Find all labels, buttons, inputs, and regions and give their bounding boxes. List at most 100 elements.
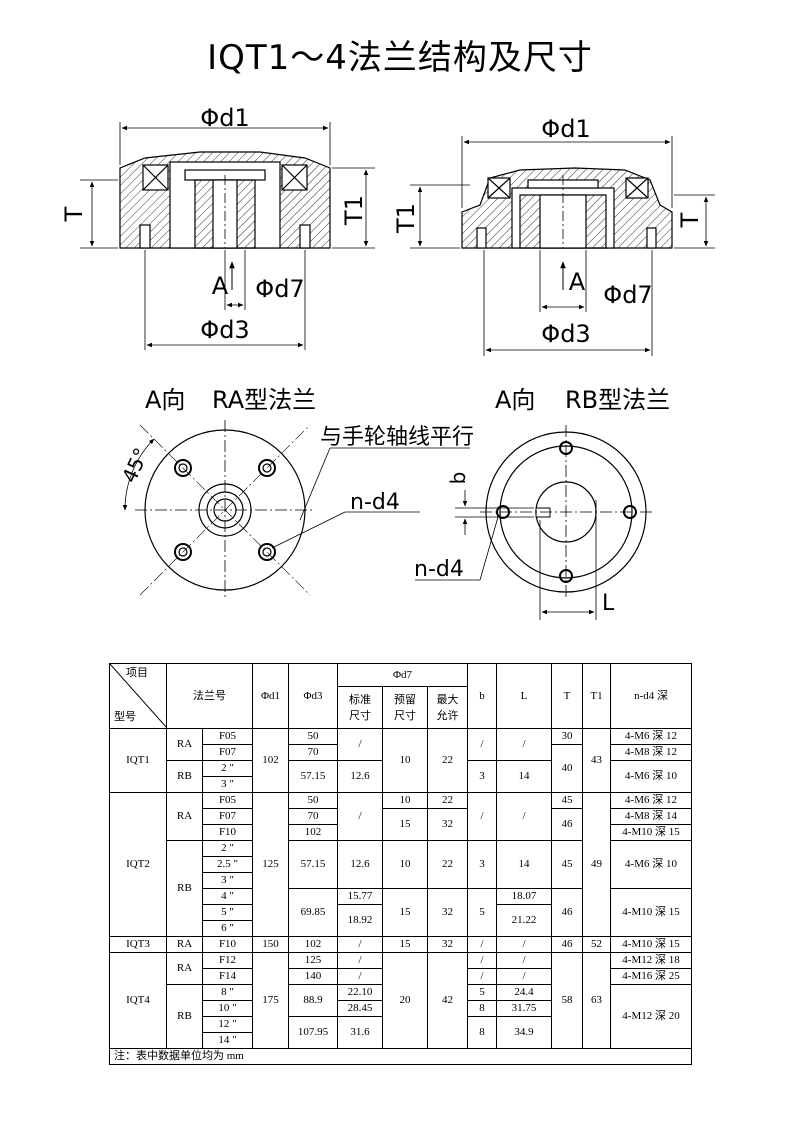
table-cell: 32 <box>426 888 469 937</box>
right-d1-label: Φd1 <box>541 115 590 143</box>
table-cell: 4-M8 深 12 <box>610 744 693 761</box>
header-T: T <box>551 663 584 729</box>
table-cell: 8 <box>467 1000 498 1017</box>
table-cell: 125 <box>252 792 289 937</box>
table-cell: 70 <box>288 808 338 825</box>
table-cell: F05 <box>202 792 253 809</box>
table-cell: IQT2 <box>109 792 167 937</box>
table-cell: 34.9 <box>496 1016 553 1049</box>
table-cell: / <box>467 728 498 761</box>
table-cell: F05 <box>202 728 253 745</box>
table-cell: 4-M12 深 20 <box>610 984 693 1049</box>
header-T1: T1 <box>582 663 612 729</box>
header-d7: Φd7 <box>336 663 469 687</box>
table-cell: 14 <box>496 760 553 793</box>
table-cell: 3 " <box>202 776 253 793</box>
right-A-label: A <box>569 268 586 296</box>
table-row: 12 " 107.95 31.6 8 34.9 <box>110 1016 692 1049</box>
table-row: 3 " <box>110 776 692 793</box>
table-cell: RA <box>166 728 203 761</box>
table-cell: / <box>496 952 553 969</box>
table-cell: 10 <box>382 728 428 793</box>
table-cell: / <box>467 968 498 985</box>
header-d1: Φd1 <box>252 663 289 729</box>
rb-flange-view <box>415 425 652 620</box>
table-cell: 70 <box>288 744 338 761</box>
table-cell: 49 <box>582 792 612 937</box>
header-L: L <box>496 663 553 729</box>
rb-holes-label: n-d4 <box>414 557 464 582</box>
table-cell: 2.5 " <box>202 856 253 873</box>
table-cell: 28.45 <box>337 1000 383 1017</box>
table-cell: 42 <box>426 952 469 1049</box>
table-cell: 20 <box>382 952 428 1049</box>
table-cell: 14 " <box>202 1032 253 1049</box>
table-cell: 4-M10 深 15 <box>610 936 693 953</box>
table-cell: IQT1 <box>109 728 167 793</box>
table-cell: 14 <box>496 840 553 889</box>
table-cell: 4-M6 深 12 <box>610 728 693 745</box>
table-row: F07 70 40 4-M8 深 12 <box>110 744 693 793</box>
page-title: IQT1～4法兰结构及尺寸 <box>207 38 593 78</box>
left-T1-label: T1 <box>340 195 368 226</box>
table-cell: 46 <box>551 888 584 937</box>
table-cell: 30 <box>551 728 584 745</box>
right-T-label: T <box>676 212 704 228</box>
table-cell: 4-M12 深 18 <box>610 952 693 969</box>
table-cell: 31.75 <box>496 1000 553 1017</box>
table-cell: 32 <box>426 936 469 953</box>
table-cell: 4 " <box>202 888 253 905</box>
table-cell: 50 <box>288 728 338 745</box>
ra-holes-label: n-d4 <box>350 490 400 515</box>
table-cell: IQT4 <box>109 952 167 1049</box>
table-cell: RA <box>166 952 203 985</box>
table-cell: 107.95 <box>288 1016 338 1049</box>
table-cell: / <box>496 792 553 841</box>
table-cell: 12.6 <box>337 760 383 793</box>
table-row: IQT1 RA F05 102 50 / 10 22 / / 30 43 4-M… <box>109 728 693 793</box>
table-cell: IQT3 <box>109 936 167 953</box>
table-row: IQT2 RA F05 125 50 / 10 22 / / 45 49 4-M… <box>109 792 693 937</box>
ra-view-prefix: A向 <box>145 386 185 414</box>
table-cell: / <box>337 792 383 841</box>
table-cell: 22 <box>426 728 469 793</box>
right-d3-label: Φd3 <box>541 320 590 348</box>
table-row: F07 70 15 32 46 4-M8 深 14 <box>110 808 693 841</box>
table-cell: 6 " <box>202 920 253 937</box>
table-row: IQT4 RA F12 175 125 / 20 42 / / 58 63 4-… <box>109 952 693 1049</box>
table-cell: 22.10 <box>337 984 383 1001</box>
ra-view-title: RA型法兰 <box>212 386 316 414</box>
table-cell: 102 <box>288 824 338 841</box>
table-cell: 15 <box>382 808 428 841</box>
ra-flange-view <box>122 420 470 600</box>
table-row: 5 " 18.92 21.22 <box>110 904 692 937</box>
table-cell: 3 <box>467 760 498 793</box>
table-row: F14 140 / / / 4-M16 深 25 <box>110 968 693 985</box>
table-cell: 45 <box>551 840 584 889</box>
table-cell: 32 <box>426 808 469 841</box>
table-cell: 22 <box>426 840 469 889</box>
table-cell: 69.85 <box>288 888 338 937</box>
header-d3: Φd3 <box>288 663 338 729</box>
table-cell: 45 <box>551 792 584 809</box>
table-cell: F14 <box>202 968 253 985</box>
table-cell: 31.6 <box>337 1016 383 1049</box>
table-cell: / <box>496 968 553 985</box>
table-cell: 4-M10 深 15 <box>610 888 693 937</box>
table-note: 注：表中数据单位均为 mm <box>108 1048 693 1065</box>
table-cell: RB <box>166 984 203 1049</box>
table-cell: / <box>467 792 498 841</box>
table-cell: F10 <box>202 824 253 841</box>
table-cell: 102 <box>252 728 289 793</box>
table-cell: F07 <box>202 744 253 761</box>
header-max: 最大允许 <box>426 686 469 729</box>
table-cell: F10 <box>202 936 253 953</box>
right-d7-label: Φd7 <box>603 281 652 309</box>
left-d3-label: Φd3 <box>200 316 249 344</box>
table-cell: 63 <box>582 952 612 1049</box>
table-cell: 88.9 <box>288 984 338 1017</box>
table-cell: RA <box>166 936 203 953</box>
table-cell: 10 <box>382 792 428 809</box>
header-flange: 法兰号 <box>166 663 253 729</box>
table-cell: RB <box>166 840 203 937</box>
